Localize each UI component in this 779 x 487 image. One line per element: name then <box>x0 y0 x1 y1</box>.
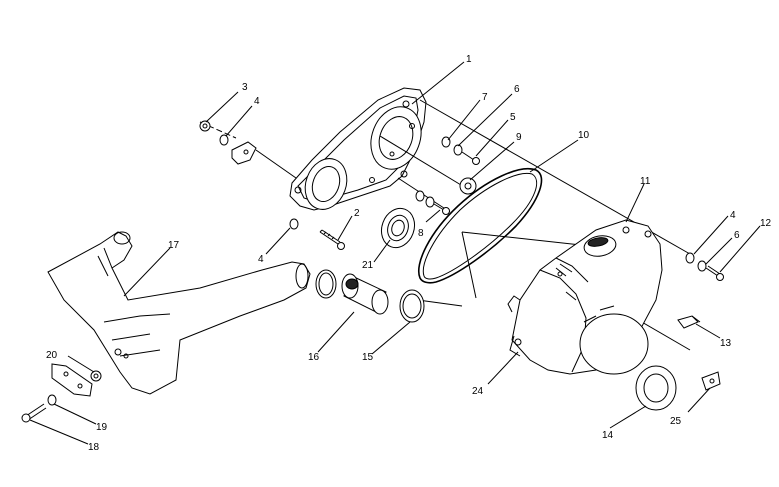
callout-25: 25 <box>670 416 682 427</box>
washer-4-right <box>685 252 695 264</box>
callout-19: 19 <box>96 422 108 433</box>
callout-9: 9 <box>516 132 522 143</box>
outer-cover-part <box>507 219 663 375</box>
callout-1: 1 <box>466 54 472 65</box>
washer-19 <box>47 394 57 406</box>
clamp-ring-16a <box>315 269 337 299</box>
mount-bracket <box>231 141 257 165</box>
clamp-ring-15 <box>399 289 425 323</box>
callout-5: 5 <box>510 112 516 123</box>
drive-belt-10 <box>418 168 543 284</box>
callout-14: 14 <box>602 430 614 441</box>
clip-13 <box>677 315 701 329</box>
washer-6 <box>453 144 463 156</box>
seal-21 <box>380 207 416 249</box>
washer-6-right <box>697 260 707 272</box>
callout-17: 17 <box>168 240 180 251</box>
callout-18: 18 <box>88 442 100 453</box>
callout-10: 10 <box>578 130 590 141</box>
callout-8: 8 <box>418 228 424 239</box>
callout-labels: 1 2 3 4 4 4 5 6 6 7 8 9 10 11 12 13 14 1… <box>46 54 772 453</box>
washer-4-top <box>219 134 229 146</box>
callout-24: 24 <box>472 386 484 397</box>
callout-13: 13 <box>720 338 732 349</box>
callout-6-top: 6 <box>514 84 520 95</box>
bolt-18 <box>21 403 47 423</box>
callout-4-right: 4 <box>730 210 736 221</box>
bolt-5 <box>461 151 480 165</box>
callout-20: 20 <box>46 350 58 361</box>
callout-11: 11 <box>640 176 651 187</box>
bolt-8-group <box>415 190 450 215</box>
disc-14 <box>635 365 677 411</box>
inner-cover-part <box>289 87 427 211</box>
spacer-9 <box>459 177 477 195</box>
callout-2: 2 <box>354 208 360 219</box>
bolt-12 <box>705 265 724 281</box>
leader-lines <box>29 61 761 445</box>
callout-15: 15 <box>362 352 374 363</box>
callout-4-left: 4 <box>258 254 264 265</box>
bolt-2 <box>319 229 345 250</box>
plate-20 <box>51 363 93 397</box>
callout-21: 21 <box>362 260 374 271</box>
callout-3: 3 <box>242 82 248 93</box>
nut-20 <box>90 370 102 382</box>
washer-4-left <box>289 218 299 230</box>
clip-25 <box>701 371 721 391</box>
fastener-nut-3 <box>199 120 211 132</box>
coupler-16 <box>341 273 389 315</box>
callout-6-right: 6 <box>734 230 740 241</box>
callout-7: 7 <box>482 92 488 103</box>
callout-12: 12 <box>760 218 772 229</box>
callout-4-top: 4 <box>254 96 260 107</box>
callout-16: 16 <box>308 352 320 363</box>
duct-17 <box>47 231 311 395</box>
